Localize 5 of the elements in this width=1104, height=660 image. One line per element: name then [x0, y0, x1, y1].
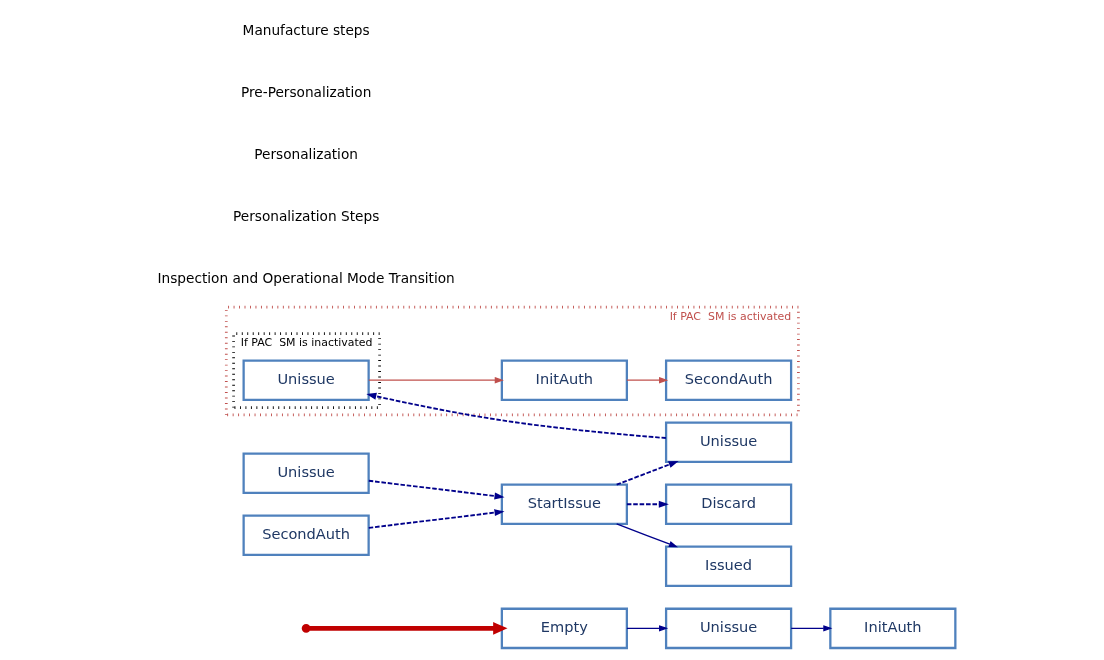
label: Personalization	[253, 145, 358, 162]
label: Pre-Personalization	[240, 83, 371, 100]
label: Personalization Steps	[232, 207, 379, 224]
label: Inspection and Operational Mode Transition	[156, 270, 455, 287]
label: Manufacture steps	[242, 21, 370, 38]
